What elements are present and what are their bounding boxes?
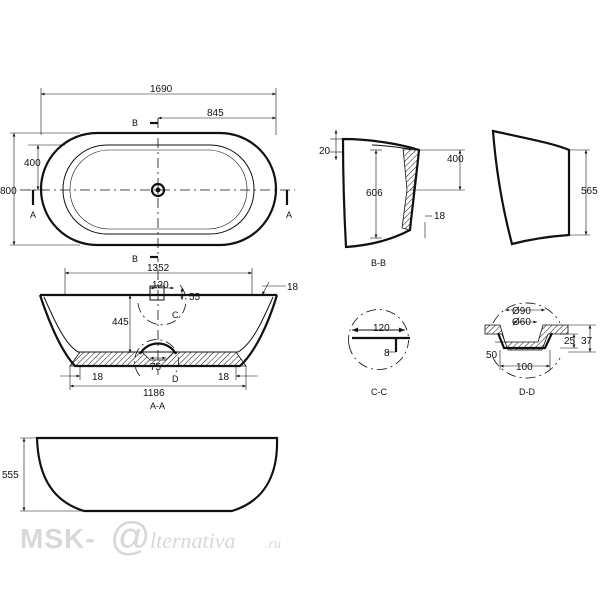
- dim-inner-dia: Ø60: [512, 317, 531, 328]
- detail-cc: 120 8 C-C: [348, 309, 410, 397]
- dim-detail-cc-width: 120: [373, 323, 390, 334]
- dim-half-length: 845: [207, 108, 224, 119]
- watermark-logo: MSK- @ lternativa .ru: [20, 515, 281, 559]
- dim-base-right: 18: [218, 372, 230, 383]
- plan-outer-outline: [39, 131, 278, 247]
- dim-rim-bb: 20: [319, 146, 331, 157]
- section-aa: 1352 18 120 55 C 445 75 D 18 18 1186 A-A: [38, 263, 299, 411]
- detail-c-mark: C: [172, 310, 179, 320]
- section-bb-wall-hatch: [401, 147, 420, 231]
- dim-detail-c-width: 120: [152, 280, 169, 291]
- dim-inner-width: 400: [24, 158, 41, 169]
- dim-drain: 75: [150, 362, 162, 373]
- dim-offset: 50: [486, 350, 498, 361]
- dim-top-width: 1352: [147, 263, 170, 274]
- dim-depth: 445: [112, 317, 129, 328]
- dim-total-width: 800: [0, 186, 17, 197]
- dim-inner-height: 606: [366, 188, 383, 199]
- dim-detail-c-depth: 55: [189, 292, 201, 303]
- section-mark-a-right: A: [286, 210, 292, 220]
- elevation-outline: [35, 436, 279, 513]
- dim-total-length: 1690: [150, 84, 173, 95]
- watermark-brand-right: lternativa: [150, 528, 236, 553]
- section-mark-a-left: A: [30, 210, 36, 220]
- dim-side-height: 565: [581, 186, 598, 197]
- dim-base-width: 1186: [143, 388, 165, 399]
- dim-outer-dia: Ø90: [512, 306, 531, 317]
- dim-base-bb: 18: [434, 211, 446, 222]
- section-mark-b-top: B: [132, 118, 138, 128]
- section-aa-title: A-A: [150, 401, 165, 411]
- dim-inner-depth: 400: [447, 154, 464, 165]
- detail-d-mark: D: [172, 374, 179, 384]
- section-bb: 20 400 606 18 B-B: [319, 130, 465, 268]
- watermark-brand-at: @: [110, 515, 152, 559]
- section-mark-b-bottom: B: [132, 254, 138, 264]
- dim-height-37: 37: [581, 336, 593, 347]
- detail-dd-title: D-D: [519, 387, 535, 397]
- detail-dd: Ø90 Ø60 25 37 50 100 D-D: [484, 302, 596, 397]
- dim-base-left: 18: [92, 372, 104, 383]
- elevation-view: 555: [2, 436, 279, 513]
- watermark-brand-domain: .ru: [265, 537, 281, 552]
- side-view: 565: [491, 129, 598, 246]
- detail-dd-hatch: [484, 324, 569, 351]
- dim-elevation-height: 555: [2, 470, 19, 481]
- section-aa-outer-body: [38, 294, 279, 368]
- watermark-brand-left: MSK-: [20, 523, 96, 554]
- section-bb-title: B-B: [371, 258, 386, 268]
- dim-detail-cc-thickness: 8: [384, 348, 390, 359]
- dim-height-25: 25: [564, 336, 576, 347]
- plan-inner-outline: [62, 144, 255, 235]
- detail-cc-title: C-C: [371, 387, 387, 397]
- dim-detail-dd-width: 100: [516, 362, 533, 373]
- side-view-outline: [491, 129, 571, 246]
- section-aa-base-hatch: [69, 351, 247, 367]
- plan-inner-outline-2: [69, 149, 248, 230]
- dim-rim-aa: 18: [287, 282, 299, 293]
- plan-view: B B A A 1690 845 400 800: [0, 84, 295, 264]
